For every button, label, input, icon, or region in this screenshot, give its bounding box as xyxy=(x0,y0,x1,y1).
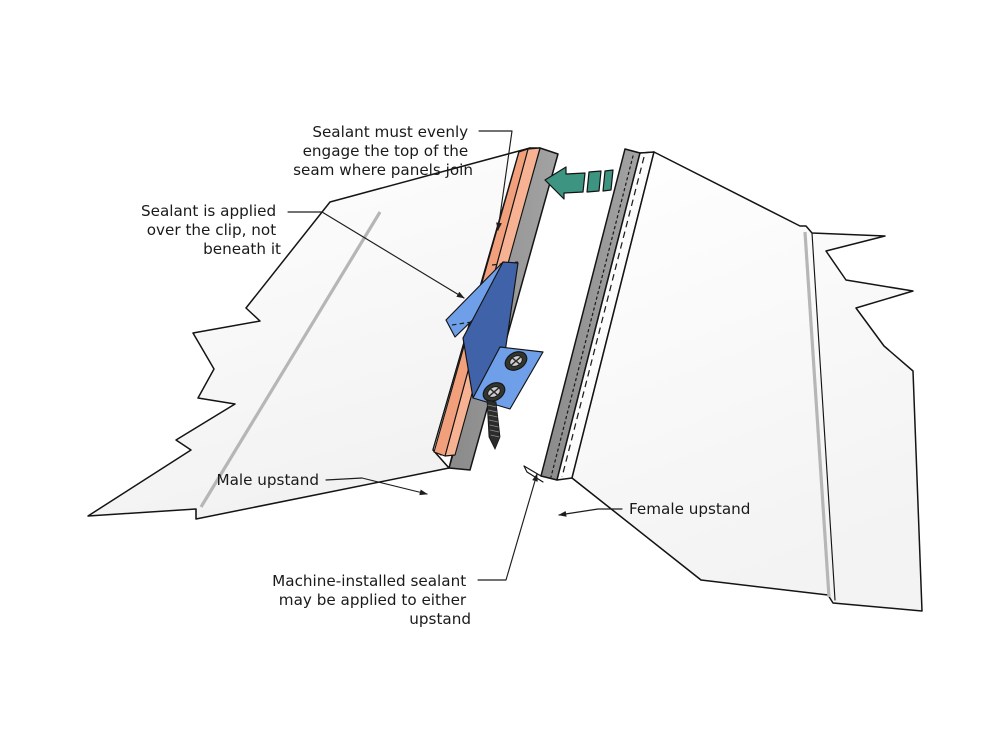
annotation-male-upstand-label: Male upstand xyxy=(216,471,319,489)
motion-arrow-head xyxy=(544,166,586,200)
annotation-sealant-top-line-3: seam where panels join xyxy=(293,161,473,179)
machine-sealant-dotted-line xyxy=(550,155,634,478)
annotation-machine-installed-sealant: Machine-installed sealant may be applied… xyxy=(272,572,471,628)
clip-tab-hidden-edge-bottom xyxy=(451,320,479,326)
annotation-male-upstand: Male upstand xyxy=(216,471,319,489)
annotation-female-upstand-label: Female upstand xyxy=(629,500,750,518)
annotation-sealant-top-line-1: Sealant must evenly xyxy=(312,123,468,141)
clip-tab-hidden-edge-top xyxy=(491,261,519,266)
right-panel-deck xyxy=(571,151,923,612)
annotation-over-clip-line-2: over the clip, not xyxy=(147,221,276,239)
annotation-machine-sealant-line-1: Machine-installed sealant xyxy=(272,572,466,590)
right-female-panel xyxy=(523,148,923,612)
leader-sealant-top xyxy=(478,130,513,231)
annotation-sealant-top-of-seam: Sealant must evenly engage the top of th… xyxy=(293,123,473,179)
annotation-over-clip-line-1: Sealant is applied xyxy=(141,202,276,220)
female-upstand-base-tick xyxy=(523,465,542,477)
machine-sealant-dashed-line xyxy=(561,156,645,478)
annotation-female-upstand: Female upstand xyxy=(629,500,750,518)
leader-machine-sealant xyxy=(477,473,538,581)
engagement-direction-arrow xyxy=(544,166,614,200)
right-panel-base-fold xyxy=(571,477,702,581)
screw-threads xyxy=(487,404,500,438)
leader-sealant-over-clip xyxy=(287,211,465,299)
clip-fastener-upper xyxy=(504,351,528,371)
left-panel-rib-line xyxy=(199,211,382,508)
female-upstand-top-hem xyxy=(624,148,655,154)
protruding-screw xyxy=(486,399,501,450)
leader-male-upstand xyxy=(325,477,428,496)
phillips-cross-lower xyxy=(489,387,499,397)
right-panel-rib-line-1 xyxy=(803,231,831,598)
motion-arrow-dash-1 xyxy=(586,170,602,193)
annotation-over-clip-line-3: beneath it xyxy=(203,240,281,258)
motion-arrow-dash-2 xyxy=(602,169,614,192)
right-panel-fold-line xyxy=(811,232,836,601)
annotation-text-layer: Sealant must evenly engage the top of th… xyxy=(141,123,750,628)
phillips-cross-upper xyxy=(511,356,521,366)
leader-female-upstand xyxy=(558,508,623,517)
leader-lines xyxy=(287,130,623,581)
annotation-sealant-top-line-2: engage the top of the xyxy=(303,142,469,160)
annotation-machine-sealant-line-3: upstand xyxy=(409,610,471,628)
panel-clip xyxy=(445,261,544,450)
annotation-machine-sealant-line-2: may be applied to either xyxy=(279,591,467,609)
clip-fastener-lower xyxy=(482,382,506,402)
annotation-sealant-over-clip: Sealant is applied over the clip, not be… xyxy=(141,202,281,258)
